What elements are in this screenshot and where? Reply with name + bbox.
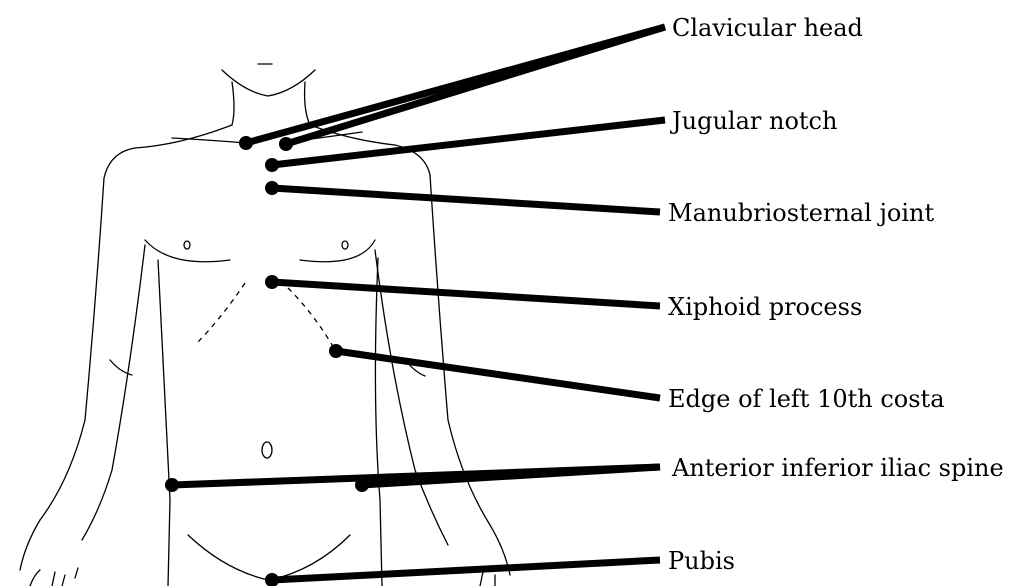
left-arm-inner (82, 245, 145, 540)
marker-edge-left-10th-costa (329, 344, 343, 358)
left-groin (188, 535, 268, 580)
right-nipple (342, 241, 348, 249)
label-xiphoid-process: Xiphoid process (668, 293, 862, 321)
marker-pubis (265, 573, 279, 586)
right-torso-side (375, 258, 382, 586)
right-pectoral (300, 240, 375, 262)
label-clavicular-head: Clavicular head (672, 14, 863, 42)
chin-outline (222, 70, 315, 96)
left-pectoral (145, 240, 230, 262)
leader-edge-left-10th-costa (336, 351, 660, 398)
navel (262, 442, 272, 458)
label-manubriosternal-joint: Manubriosternal joint (668, 199, 934, 227)
marker-clavicular-head-left (239, 136, 253, 150)
neck-left (232, 82, 234, 125)
label-edge-left-10th-costa: Edge of left 10th costa (668, 385, 945, 413)
left-shoulder (104, 125, 232, 178)
marker-manubriosternal-joint (265, 181, 279, 195)
marker-clavicular-head-right (279, 137, 293, 151)
leader-lines (172, 27, 665, 580)
label-pubis: Pubis (668, 547, 735, 575)
label-anterior-inferior-iliac-spine: Anterior inferior iliac spine (671, 454, 1004, 482)
left-hand (20, 520, 78, 586)
landmark-markers (165, 136, 369, 586)
neck-right (305, 82, 310, 125)
left-nipple (184, 241, 190, 249)
right-hand (480, 525, 510, 586)
leader-xiphoid-process (272, 282, 660, 306)
marker-iliac-spine-right (355, 478, 369, 492)
left-torso-side (158, 260, 170, 586)
left-arm-outer (40, 178, 104, 520)
body-outline (20, 64, 510, 586)
leader-pubis (272, 560, 660, 580)
leader-manubriosternal-joint (272, 188, 660, 212)
marker-jugular-notch (265, 158, 279, 172)
marker-iliac-spine-left (165, 478, 179, 492)
label-jugular-notch: Jugular notch (669, 107, 837, 135)
labels: Clavicular head Jugular notch Manubriost… (668, 14, 1004, 575)
left-rib-edge-dashed (195, 283, 245, 345)
right-rib-edge-dashed (288, 288, 335, 350)
marker-xiphoid-process (265, 275, 279, 289)
